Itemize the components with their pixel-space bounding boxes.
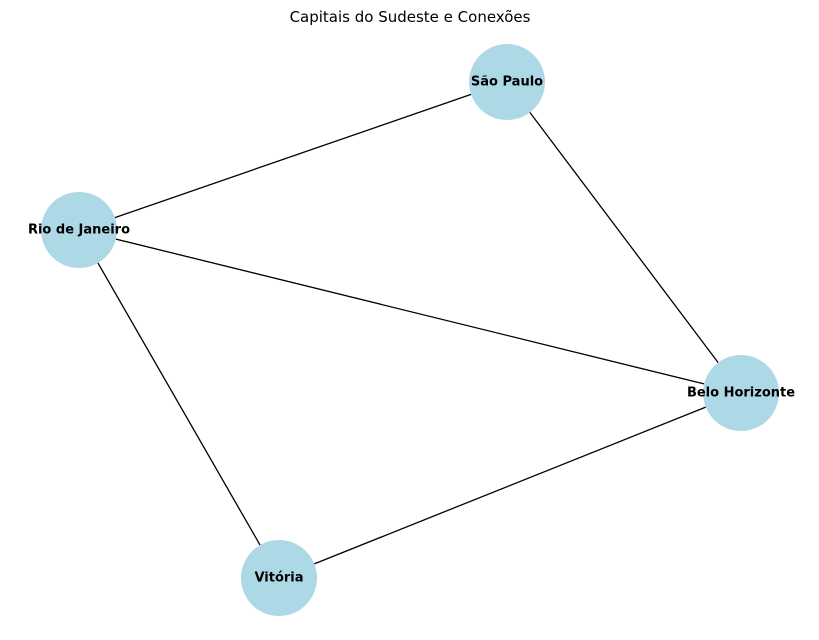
- node-circle: [41, 192, 117, 268]
- edges-layer: [97, 93, 719, 565]
- node-label: Belo Horizonte: [687, 386, 795, 401]
- node-label: São Paulo: [471, 75, 543, 90]
- node-sp: São Paulo: [469, 44, 545, 120]
- node-label: Rio de Janeiro: [28, 223, 130, 238]
- node-circle: [703, 355, 779, 431]
- edge-sp-bh: [529, 111, 719, 364]
- edge-rj-vt: [97, 262, 261, 546]
- node-circle: [469, 44, 545, 120]
- node-vt: Vitória: [241, 540, 317, 616]
- edge-rj-bh: [115, 238, 705, 385]
- graph-title: Capitais do Sudeste e Conexões: [290, 8, 531, 26]
- node-label: Vitória: [254, 571, 303, 586]
- edge-rj-sp: [114, 93, 472, 219]
- node-circle: [241, 540, 317, 616]
- node-rj: Rio de Janeiro: [28, 192, 130, 268]
- node-bh: Belo Horizonte: [687, 355, 795, 431]
- edge-vt-bh: [314, 406, 706, 565]
